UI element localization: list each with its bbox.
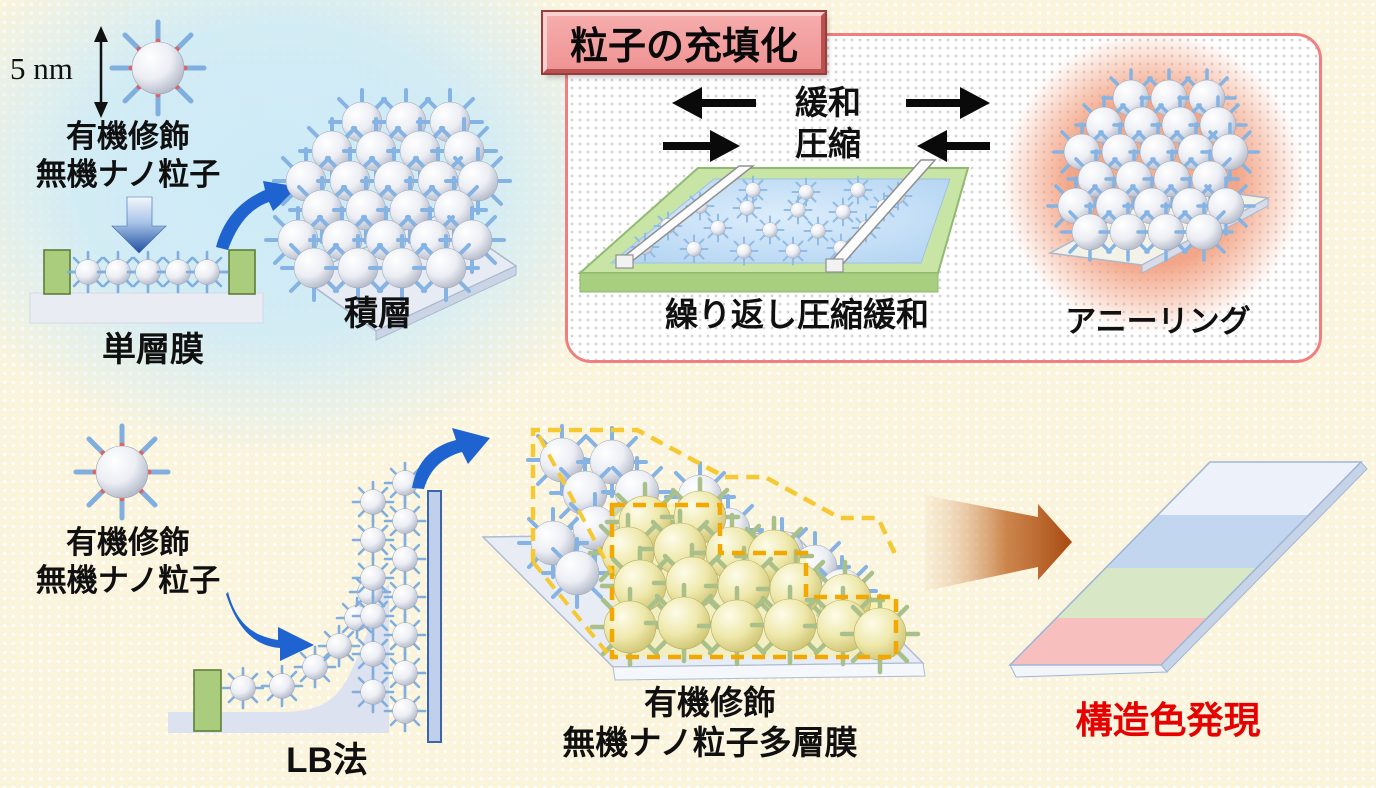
lb-trough-illustration <box>168 461 442 743</box>
monolayer-label: 単層膜 <box>102 331 204 369</box>
structural-color-label: 構造色発現 <box>1075 700 1261 741</box>
structural-color-plate <box>1008 461 1368 678</box>
multilayer-label-line1: 有機修飾 <box>644 684 776 721</box>
multilayer-label: 有機修飾 無機ナノ粒子多層膜 <box>510 683 910 764</box>
compress-label: 圧縮 <box>795 125 861 162</box>
curved-arrow-to-stack-icon <box>216 181 300 250</box>
particle-label-line1: 有機修飾 <box>66 119 190 154</box>
multilayer-illustration <box>481 424 926 681</box>
staircase-dashed-outline <box>530 427 899 662</box>
relax-label: 緩和 <box>795 84 861 121</box>
trough-illustration <box>577 159 970 293</box>
stack-label: 積層 <box>344 295 412 333</box>
particle-label-bottom-left: 有機修飾 無機ナノ粒子 <box>8 524 248 600</box>
curved-arrow-to-trough-icon <box>226 592 314 661</box>
compress-right-arrow-icon <box>663 130 740 162</box>
nanoparticle-icon <box>76 426 168 518</box>
monolayer-illustration <box>29 249 264 324</box>
stack-illustration <box>264 88 518 341</box>
lb-method-label: LB法 <box>286 741 368 780</box>
packing-title-text: 粒子の充填化 <box>569 26 798 68</box>
particle-label-line2: 無機ナノ粒子 <box>35 156 221 192</box>
down-arrow-icon <box>111 196 167 254</box>
relax-left-arrow-icon <box>672 87 756 119</box>
particle-label-line1: 有機修飾 <box>66 525 190 560</box>
trough-barrier-right <box>825 159 937 273</box>
anneal-label: アニーリング <box>1065 304 1251 339</box>
multilayer-label-line2: 無機ナノ粒子多層膜 <box>562 724 858 762</box>
size-double-arrow-icon <box>94 26 108 118</box>
curved-arrow-to-multilayer-icon <box>412 428 490 489</box>
nanoparticle-icon <box>112 22 204 114</box>
brown-gradient-arrow-icon <box>925 495 1072 591</box>
particle-label-top-left: 有機修飾 無機ナノ粒子 <box>18 118 238 194</box>
trough-barrier-left <box>614 165 756 269</box>
size-label: 5 nm <box>10 51 73 86</box>
anneal-illustration <box>1001 30 1305 334</box>
packing-title-box: 粒子の充填化 <box>543 12 825 73</box>
yellow-highlight-region <box>590 479 918 672</box>
particle-label-line2: 無機ナノ粒子 <box>35 562 221 598</box>
compress-left-arrow-icon <box>917 130 990 162</box>
process-label: 繰り返し圧縮緩和 <box>665 296 929 333</box>
relax-right-arrow-icon <box>906 87 990 119</box>
